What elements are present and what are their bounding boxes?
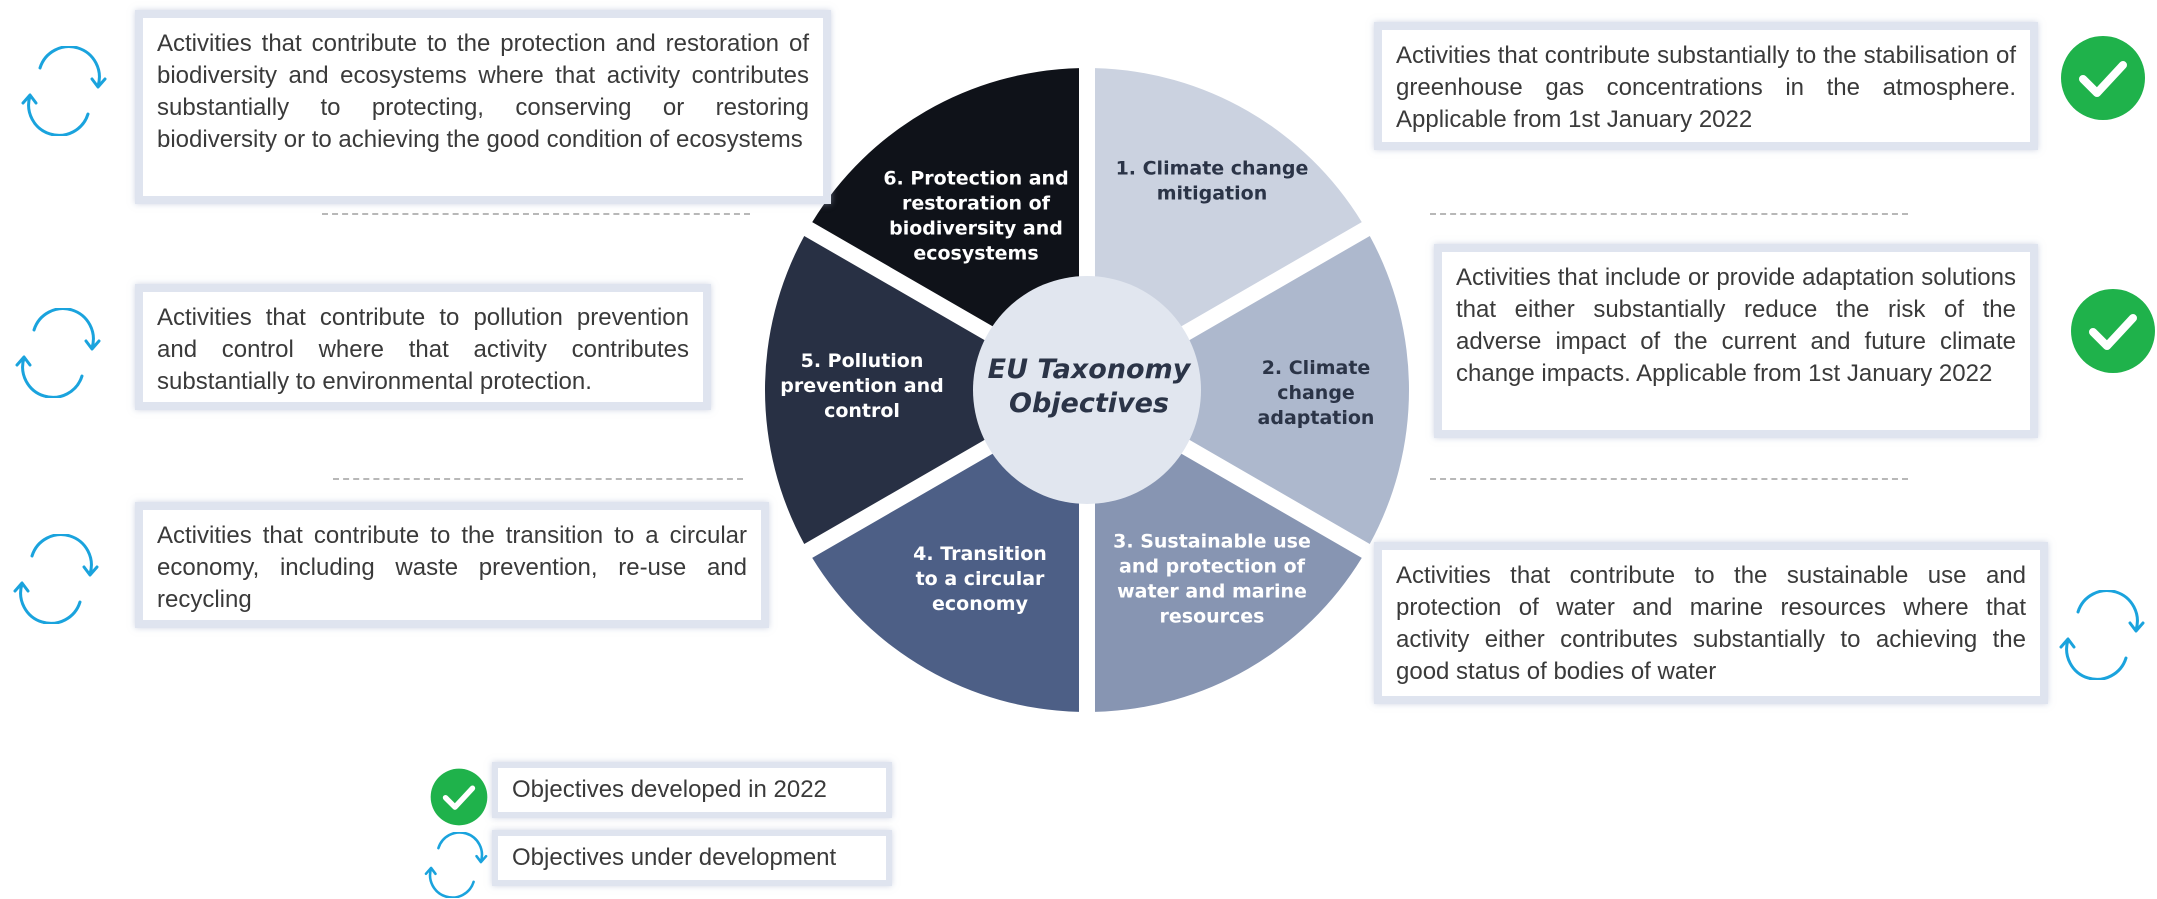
legend-developed-label: Objectives developed in 2022 — [512, 776, 827, 803]
wheel-segment-label-circular-economy: 4. Transition — [913, 543, 1047, 565]
wheel-center-title-line2: Objectives — [1009, 388, 1169, 419]
description-water-text: Activities that contribute to the sustai… — [1396, 562, 2026, 685]
separator-left-bottom — [333, 478, 743, 480]
description-pollution: Activities that contribute to pollution … — [135, 284, 711, 410]
legend-developed: Objectives developed in 2022 — [492, 762, 892, 818]
wheel-segment-label-water-marine-resources: and protection of — [1119, 556, 1306, 578]
description-water: Activities that contribute to the sustai… — [1374, 542, 2048, 704]
wheel-center-circle — [973, 276, 1201, 504]
wheel-center-title-line1: EU Taxonomy — [988, 354, 1192, 385]
separator-left-top — [322, 213, 750, 215]
wheel-segment-label-climate-change-adaptation: change — [1277, 382, 1355, 404]
wheel-segment-label-pollution-prevention: prevention and — [780, 375, 943, 397]
check-circle-icon — [2061, 36, 2145, 120]
wheel-segment-label-biodiversity-ecosystems: 6. Protection and — [883, 168, 1068, 190]
wheel-segment-label-water-marine-resources: water and marine — [1117, 581, 1307, 603]
description-biodiversity: Activities that contribute to the protec… — [135, 10, 831, 204]
wheel-segment-label-climate-change-mitigation: 1. Climate change — [1116, 158, 1309, 180]
description-mitigation: Activities that contribute substantially… — [1374, 22, 2038, 150]
wheel-segment-label-climate-change-adaptation: adaptation — [1258, 407, 1375, 429]
wheel-segment-water-marine-resources — [1094, 448, 1362, 712]
refresh-cycle-icon — [21, 46, 107, 136]
refresh-cycle-icon — [15, 308, 101, 398]
description-adaptation-text: Activities that include or provide adapt… — [1456, 264, 2016, 387]
legend-under-development: Objectives under development — [492, 830, 892, 886]
wheel-segment-circular-economy — [812, 448, 1080, 712]
wheel-segment-label-climate-change-adaptation: 2. Climate — [1262, 357, 1371, 379]
wheel-segment-label-pollution-prevention: 5. Pollution — [801, 350, 924, 372]
wheel-segment-label-pollution-prevention: control — [824, 400, 900, 422]
wheel-segment-climate-change-adaptation — [1180, 235, 1410, 545]
description-biodiversity-text: Activities that contribute to the protec… — [157, 30, 809, 153]
description-circular: Activities that contribute to the transi… — [135, 502, 769, 628]
wheel-segment-biodiversity-ecosystems — [812, 68, 1080, 332]
wheel-segment-label-climate-change-mitigation: mitigation — [1157, 183, 1268, 205]
separator-right-bottom — [1430, 478, 1908, 480]
wheel-segment-label-water-marine-resources: 3. Sustainable use — [1113, 531, 1311, 553]
description-adaptation: Activities that include or provide adapt… — [1434, 244, 2038, 438]
refresh-cycle-icon — [2059, 590, 2145, 680]
check-circle-icon — [2071, 289, 2155, 373]
legend-under-development-label: Objectives under development — [512, 844, 837, 871]
refresh-cycle-icon — [13, 534, 99, 624]
legend-refresh-cycle-icon — [424, 832, 488, 898]
wheel-segment-label-biodiversity-ecosystems: biodiversity and — [889, 218, 1063, 240]
legend-check-circle-icon — [430, 768, 488, 826]
description-circular-text: Activities that contribute to the transi… — [157, 522, 747, 613]
description-pollution-text: Activities that contribute to pollution … — [157, 304, 689, 395]
wheel-segment-pollution-prevention — [765, 235, 994, 545]
wheel-segment-label-water-marine-resources: resources — [1160, 606, 1265, 628]
wheel-segment-climate-change-mitigation — [1094, 68, 1362, 332]
separator-right-top — [1430, 213, 1908, 215]
wheel-segment-label-biodiversity-ecosystems: ecosystems — [913, 243, 1038, 265]
description-mitigation-text: Activities that contribute substantially… — [1396, 42, 2016, 133]
wheel-segment-label-biodiversity-ecosystems: restoration of — [902, 193, 1051, 215]
wheel-segment-label-circular-economy: economy — [932, 593, 1029, 615]
wheel-segment-label-circular-economy: to a circular — [916, 568, 1045, 590]
